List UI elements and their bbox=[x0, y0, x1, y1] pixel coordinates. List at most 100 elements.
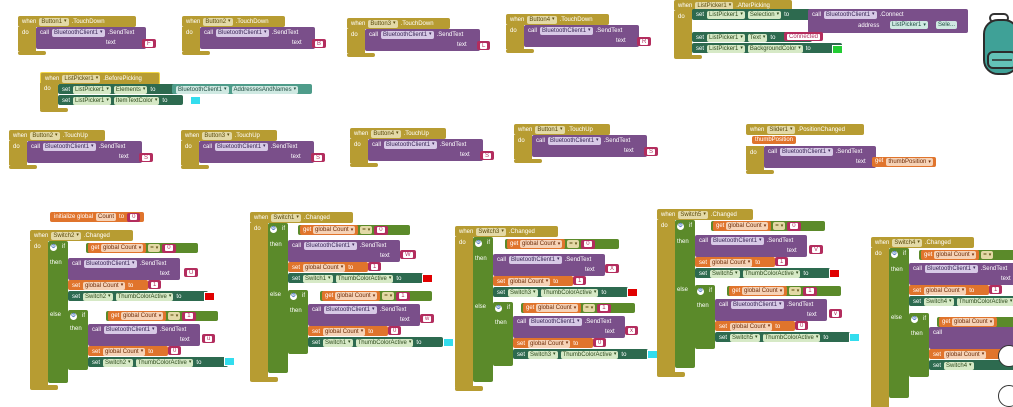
operator-dropdown[interactable]: =▾ bbox=[148, 244, 161, 252]
component-dropdown[interactable]: Switch3▾ bbox=[476, 227, 506, 236]
text-literal[interactable]: R bbox=[637, 37, 652, 46]
if-block[interactable] bbox=[493, 302, 513, 366]
property-dropdown[interactable]: Text▾ bbox=[747, 33, 768, 42]
get-thumbposition[interactable]: get thumbPosition▾ bbox=[872, 157, 936, 167]
compare-block[interactable]: get global Count▾ =▾ 1 bbox=[106, 311, 218, 321]
text-literal[interactable]: 0 bbox=[593, 338, 607, 347]
text-literal[interactable]: 0 bbox=[127, 212, 141, 222]
color-swatch-red[interactable] bbox=[422, 274, 433, 283]
compare-block[interactable]: get global Count▾ =▾ 1 bbox=[320, 291, 432, 301]
component-dropdown[interactable]: Button1▾ bbox=[39, 17, 69, 26]
text-literal[interactable]: B bbox=[312, 39, 327, 48]
component-dropdown[interactable]: Button2▾ bbox=[30, 131, 60, 140]
getter-addresses[interactable]: BluetoothClient1▾ AddressesAndNames▾ bbox=[172, 84, 312, 94]
gear-icon[interactable]: ⚙ bbox=[891, 251, 898, 258]
component-dropdown[interactable]: Switch4▾ bbox=[892, 238, 922, 247]
text-literal[interactable]: v bbox=[829, 309, 842, 318]
component-dropdown[interactable]: Slider1▾ bbox=[767, 125, 795, 134]
event-button1-touchdown[interactable]: when Button1▾ .TouchDown do call Bluetoo… bbox=[18, 16, 156, 55]
event-listpicker1-afterpicking[interactable]: when ListPicker1▾ .AfterPicking do set L… bbox=[674, 0, 974, 59]
set-listpicker-text[interactable]: set ListPicker1▾ Text▾ to bbox=[692, 32, 812, 42]
component-dropdown[interactable]: BluetoothClient1▾ bbox=[824, 10, 877, 19]
text-literal[interactable]: Connected bbox=[784, 32, 824, 41]
text-literal[interactable]: 1 bbox=[148, 280, 162, 289]
text-literal[interactable]: 0 bbox=[162, 243, 176, 253]
if-block[interactable] bbox=[68, 310, 88, 370]
event-button2-touchdown[interactable]: when Button2▾ .TouchDown do call Bluetoo… bbox=[182, 16, 332, 55]
component-dropdown[interactable]: BluetoothClient1▾ bbox=[540, 26, 593, 35]
call-sendtext[interactable]: call BluetoothClient1▾ .SendText text bbox=[532, 135, 647, 157]
component-dropdown[interactable]: BluetoothClient1▾ bbox=[384, 140, 437, 149]
color-swatch-green[interactable] bbox=[832, 45, 843, 54]
component-dropdown[interactable]: ListPicker1▾ bbox=[73, 85, 111, 94]
call-sendtext[interactable]: call BluetoothClient1▾ .SendText text bbox=[68, 258, 180, 280]
event-button4-touchdown[interactable]: when Button4▾ .TouchDown do call Bluetoo… bbox=[506, 14, 662, 53]
component-dropdown[interactable]: ListPicker1▾ bbox=[695, 1, 734, 10]
text-literal[interactable]: w bbox=[420, 314, 435, 323]
gear-icon[interactable]: ⚙ bbox=[475, 240, 482, 247]
event-button4-touchup[interactable]: when Button4▾ .TouchUp do call Bluetooth… bbox=[350, 128, 505, 167]
component-dropdown[interactable]: Switch5▾ bbox=[678, 210, 708, 219]
component-dropdown[interactable]: Button3▾ bbox=[202, 131, 232, 140]
property-dropdown[interactable]: ItemTextColor▾ bbox=[113, 96, 160, 105]
gear-icon[interactable]: ⚙ bbox=[911, 316, 918, 323]
gear-icon[interactable]: ⚙ bbox=[70, 313, 77, 320]
component-dropdown[interactable]: Switch1▾ bbox=[271, 213, 301, 222]
component-dropdown[interactable]: BluetoothClient1▾ bbox=[43, 142, 96, 151]
event-listpicker1-beforepicking[interactable]: when ListPicker1▾ .BeforePicking do set … bbox=[40, 72, 315, 112]
component-dropdown[interactable]: ListPicker1▾ bbox=[890, 21, 928, 29]
if-block[interactable] bbox=[48, 241, 68, 383]
zoom-out-button[interactable] bbox=[998, 385, 1013, 407]
component-dropdown[interactable]: ListPicker1▾ bbox=[707, 44, 745, 53]
compare-block[interactable]: get global Count▾ =▾ 0 bbox=[298, 225, 410, 235]
text-literal[interactable]: V bbox=[809, 245, 824, 254]
compare-block[interactable]: get global Count▾ =▾ 1 bbox=[521, 303, 635, 313]
if-block[interactable] bbox=[675, 220, 695, 368]
component-dropdown[interactable]: Button4▾ bbox=[371, 129, 401, 138]
text-literal[interactable]: 1 bbox=[573, 276, 587, 285]
color-swatch-red[interactable] bbox=[204, 292, 215, 301]
variable-dropdown[interactable]: thumbPosition▾ bbox=[886, 158, 933, 166]
init-global-count[interactable]: initialize global Count to 0 bbox=[50, 212, 145, 222]
text-literal[interactable]: X bbox=[605, 264, 620, 273]
call-sendtext[interactable]: call BluetoothClient1▾ .SendText text bbox=[200, 27, 315, 49]
compare-block[interactable]: get global Count▾ =▾ 0 bbox=[711, 221, 825, 231]
call-sendtext[interactable]: call BluetoothClient1▾ .SendText text bbox=[365, 29, 480, 51]
event-slider1-positionchanged[interactable]: when Slider1▾ .PositionChanged thumbPosi… bbox=[746, 124, 946, 174]
if-block[interactable] bbox=[288, 290, 308, 354]
if-block[interactable] bbox=[473, 237, 493, 382]
call-connect[interactable]: call BluetoothClient1▾ .Connect address … bbox=[808, 9, 968, 33]
gear-icon[interactable]: ⚙ bbox=[495, 305, 502, 312]
color-swatch-red[interactable] bbox=[627, 288, 638, 297]
color-swatch-cyan[interactable] bbox=[190, 96, 201, 105]
gear-icon[interactable]: ⚙ bbox=[290, 293, 297, 300]
if-block[interactable] bbox=[909, 313, 929, 377]
component-dropdown[interactable]: Button4▾ bbox=[527, 15, 557, 24]
color-swatch-red[interactable] bbox=[829, 269, 840, 278]
text-literal[interactable]: 0 bbox=[168, 346, 182, 355]
text-literal[interactable]: L bbox=[477, 41, 491, 50]
text-literal[interactable]: F bbox=[142, 39, 156, 48]
text-literal[interactable]: 0 bbox=[388, 326, 402, 335]
text-literal[interactable]: x bbox=[625, 326, 638, 335]
gear-icon[interactable]: ⚙ bbox=[50, 244, 57, 251]
call-sendtext[interactable]: call BluetoothClient1▾ .SendText text bbox=[27, 141, 142, 163]
backpack-icon[interactable] bbox=[982, 12, 1013, 76]
text-literal[interactable]: S bbox=[644, 147, 659, 156]
call-sendtext[interactable]: call BluetoothClient1▾ .SendText text bbox=[368, 139, 483, 161]
component-dropdown[interactable]: BluetoothClient1▾ bbox=[176, 85, 229, 94]
